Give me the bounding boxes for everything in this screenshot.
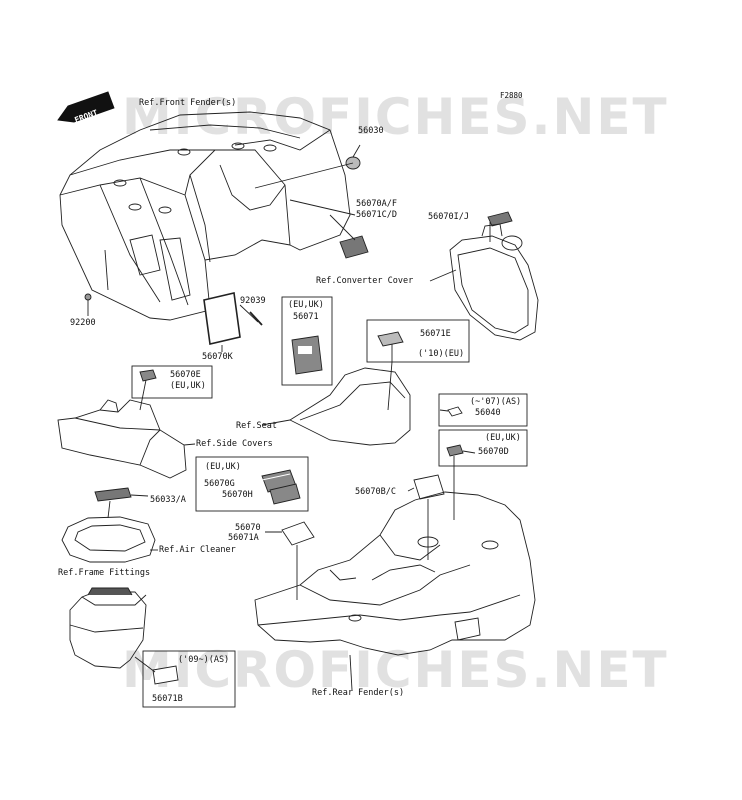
part-56071b: 56071B: [152, 694, 183, 704]
label-56070af-icon: [289, 199, 369, 259]
air-cleaner-drawing: [61, 516, 158, 563]
label-56070-icon: [265, 521, 315, 600]
part-56030: 56030: [358, 126, 384, 136]
ref-front-fender: Ref.Front Fender(s): [139, 98, 237, 108]
seat-drawing: [289, 367, 411, 446]
leader-lines: [261, 409, 476, 454]
box-56071: [281, 296, 333, 386]
note-euuk-56070gh: (EU,UK): [205, 462, 241, 472]
note-10eu: ('10)(EU): [418, 349, 465, 359]
label-56070ij-icon: [487, 211, 513, 242]
bolt-92200-icon: [84, 249, 109, 316]
part-56070h: 56070H: [222, 490, 253, 500]
diagram-code: F2880: [500, 91, 523, 100]
part-56040: 56040: [475, 408, 501, 418]
ref-side-covers: Ref.Side Covers: [196, 439, 273, 449]
ref-converter-cover: Ref.Converter Cover: [316, 276, 414, 286]
part-56033a: 56033/A: [150, 495, 186, 505]
converter-cover-drawing: [429, 223, 539, 341]
part-56070g: 56070G: [204, 479, 235, 489]
note-euuk-56070e: (EU,UK): [170, 381, 206, 391]
ref-air-cleaner: Ref.Air Cleaner: [159, 545, 236, 555]
watermark-top: MICROFICHES.NET: [122, 88, 669, 146]
watermark-bottom: MICROFICHES.NET: [122, 641, 669, 699]
part-56070: 56070: [235, 523, 261, 533]
label-56071-icon: [291, 335, 323, 375]
rear-fender-drawing: [254, 491, 536, 691]
part-56071cd: 56071C/D: [356, 210, 397, 220]
part-56070e: 56070E: [170, 370, 201, 380]
box-56070gh: [195, 456, 309, 512]
box-56071b: [142, 650, 236, 708]
part-56071a: 56071A: [228, 533, 259, 543]
part-56070ij: 56070I/J: [428, 212, 469, 222]
ref-seat: Ref.Seat: [236, 421, 277, 431]
label-56071e-icon: [377, 331, 404, 411]
label-56033a-icon: [94, 487, 149, 519]
part-56070k: 56070K: [202, 352, 233, 362]
frame-fittings-drawing: [69, 587, 147, 669]
label-56070bc-icon: [407, 474, 445, 560]
front-arrow-icon: [57, 91, 115, 123]
note-09as: ('09~)(AS): [178, 655, 230, 665]
box-56071-note: (EU,UK): [288, 300, 324, 310]
part-92039: 92039: [240, 296, 266, 306]
note-07as: (~'07)(AS): [470, 397, 522, 407]
label-56070gh-icon: [261, 469, 301, 505]
note-euuk-56070d: (EU,UK): [485, 433, 521, 443]
part-56071e: 56071E: [420, 329, 451, 339]
ref-rear-fender: Ref.Rear Fender(s): [312, 688, 405, 698]
label-56070k-icon: [203, 292, 263, 352]
box-56071e: [366, 319, 470, 363]
part-56070bc: 56070B/C: [355, 487, 396, 497]
label-56071b-icon: [134, 656, 179, 685]
box-56040: [438, 393, 528, 427]
part-56070d: 56070D: [478, 447, 509, 457]
box-56070d: [438, 429, 528, 467]
part-92200: 92200: [70, 318, 96, 328]
ref-frame-fittings: Ref.Frame Fittings: [58, 568, 151, 578]
label-56040-icon: [447, 406, 463, 417]
box-56070e: [131, 365, 213, 399]
side-covers-drawing: [57, 399, 196, 479]
cap-56030-icon: [254, 144, 361, 189]
label-56070e-icon: [139, 369, 157, 411]
part-56070af: 56070A/F: [356, 199, 397, 209]
label-56070d-icon: [446, 444, 464, 520]
front-fender-drawing: [59, 111, 351, 321]
part-56071: 56071: [293, 312, 319, 322]
